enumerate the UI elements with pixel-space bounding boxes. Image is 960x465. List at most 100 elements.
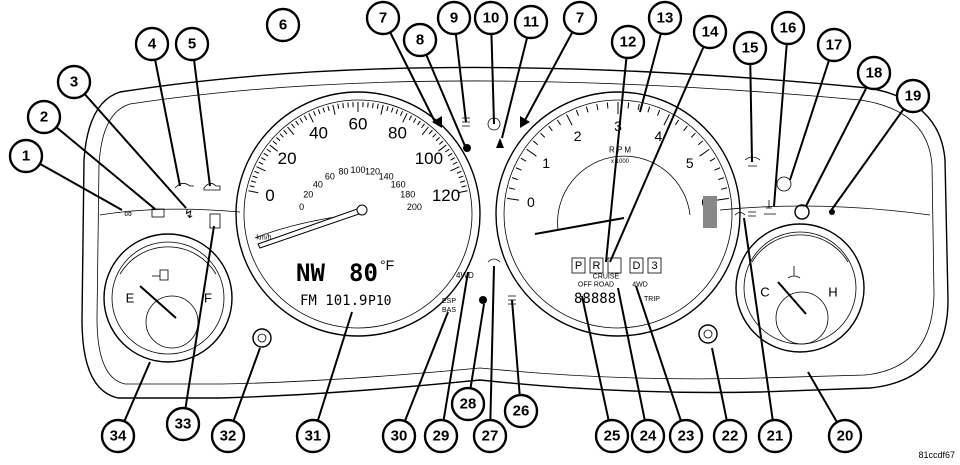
speedometer-tick xyxy=(444,148,450,153)
speedometer-tick xyxy=(450,166,460,172)
callout-marker: 9 xyxy=(436,0,472,36)
tachometer-tick xyxy=(540,132,546,138)
speedometer-bezel xyxy=(235,91,481,337)
callout-marker: 18 xyxy=(856,55,892,91)
check-engine-icon xyxy=(203,183,221,191)
callout-number: 7 xyxy=(576,10,584,27)
speedometer-tick xyxy=(313,111,316,116)
speedometer-tick xyxy=(263,152,269,157)
callout-marker: 1 xyxy=(8,138,44,174)
callout-marker: 30 xyxy=(381,418,417,454)
callout-leader xyxy=(501,21,532,139)
right-reset-knob-center xyxy=(703,329,713,339)
center-display: NW 80 °F FM 101.9 P10 xyxy=(296,257,394,309)
callout-leader xyxy=(511,299,522,412)
gear-box xyxy=(629,257,644,274)
callout-number: 4 xyxy=(148,36,157,53)
kmh-label: 180 xyxy=(400,190,415,200)
callout-marker: 10 xyxy=(473,0,509,36)
callout-leader xyxy=(743,217,776,437)
callout-leader xyxy=(789,44,835,181)
callout-leader xyxy=(489,265,495,437)
tachometer-tick xyxy=(556,119,561,126)
callout-leader xyxy=(773,27,789,207)
callout-leader xyxy=(43,116,156,210)
cluster-inner-bezel xyxy=(96,80,935,385)
kmh-label: 80 xyxy=(338,167,348,177)
brake-warning-icon xyxy=(776,176,792,192)
speedometer-tick xyxy=(254,170,260,174)
callout-marker: 4 xyxy=(134,26,170,62)
callout-leader xyxy=(829,95,914,213)
callout-number: 9 xyxy=(450,10,458,27)
speedometer-label: 20 xyxy=(278,149,297,168)
callout-number: 22 xyxy=(722,428,739,445)
tachometer-tick xyxy=(511,177,518,181)
traction-control-icon xyxy=(479,296,487,304)
tachometer-tick xyxy=(657,109,661,116)
callout-leader xyxy=(523,17,581,123)
speedometer-tick xyxy=(256,166,266,172)
kmh-label: 160 xyxy=(391,179,406,189)
callout-number: 2 xyxy=(40,109,48,126)
callout-leader xyxy=(453,17,467,123)
fuel-pump-icon xyxy=(159,269,169,281)
callout-marker: 23 xyxy=(668,418,704,454)
callout-number: 28 xyxy=(460,396,477,413)
callout-leader xyxy=(581,295,613,437)
callout-leader xyxy=(312,311,353,437)
temperature-unit: °F xyxy=(380,257,394,273)
front-fog-light-icon xyxy=(734,211,756,217)
callout-marker: 29 xyxy=(423,418,459,454)
callout-marker: 13 xyxy=(647,0,683,36)
fuel-gauge-bezel xyxy=(103,233,233,363)
speedometer-inner-ring xyxy=(243,99,473,329)
callout-number: 27 xyxy=(482,428,499,445)
gear-label: D xyxy=(633,260,641,272)
tachometer-tick xyxy=(690,132,696,138)
callout-marker: 28 xyxy=(450,386,486,422)
temp-gauge-hub xyxy=(775,291,829,345)
tachometer-tick xyxy=(714,167,721,171)
callout-number: 25 xyxy=(604,428,621,445)
kmh-label: 120 xyxy=(365,167,380,177)
callout-leader xyxy=(490,17,495,125)
callout-number: 3 xyxy=(70,74,78,91)
callout-number: 34 xyxy=(110,428,127,445)
oil-pressure-icon xyxy=(174,183,194,189)
radio-readout: FM 101.9 xyxy=(300,293,367,309)
speedometer-label: 120 xyxy=(432,186,460,205)
callout-marker: 34 xyxy=(100,418,136,454)
gear-box xyxy=(647,257,662,274)
speedometer-tick xyxy=(269,144,278,152)
speedometer-label: 80 xyxy=(388,124,407,143)
tachometer-tick xyxy=(520,157,527,162)
speedometer-tick xyxy=(380,104,384,115)
speedometer-tick xyxy=(291,123,295,129)
speedometer-tick xyxy=(276,136,281,142)
seatbelt-warning-icon xyxy=(496,138,504,148)
fuel-gauge-arc xyxy=(119,246,217,275)
callout-marker: 19 xyxy=(895,78,931,114)
tachometer-tick xyxy=(507,197,520,201)
tachometer-tick xyxy=(575,109,579,116)
callout-leader xyxy=(440,271,469,437)
speedometer-label: 40 xyxy=(309,124,328,143)
callout-marker: 31 xyxy=(295,418,331,454)
tachometer-tick xyxy=(637,103,640,111)
kmh-label: 200 xyxy=(407,202,422,212)
speedometer-tick xyxy=(400,111,403,116)
callout-leader xyxy=(749,47,753,163)
cluster-outer-bezel xyxy=(81,66,949,399)
tachometer-tick xyxy=(716,197,729,201)
speedometer-tick xyxy=(258,161,264,165)
tachometer-tick xyxy=(699,148,710,157)
cluster-face-band xyxy=(99,205,931,216)
fuel-gauge-hub xyxy=(145,295,199,349)
callout-leader xyxy=(182,225,215,425)
kmh-unit: km/h xyxy=(256,235,271,242)
callout-number: 13 xyxy=(657,10,674,27)
